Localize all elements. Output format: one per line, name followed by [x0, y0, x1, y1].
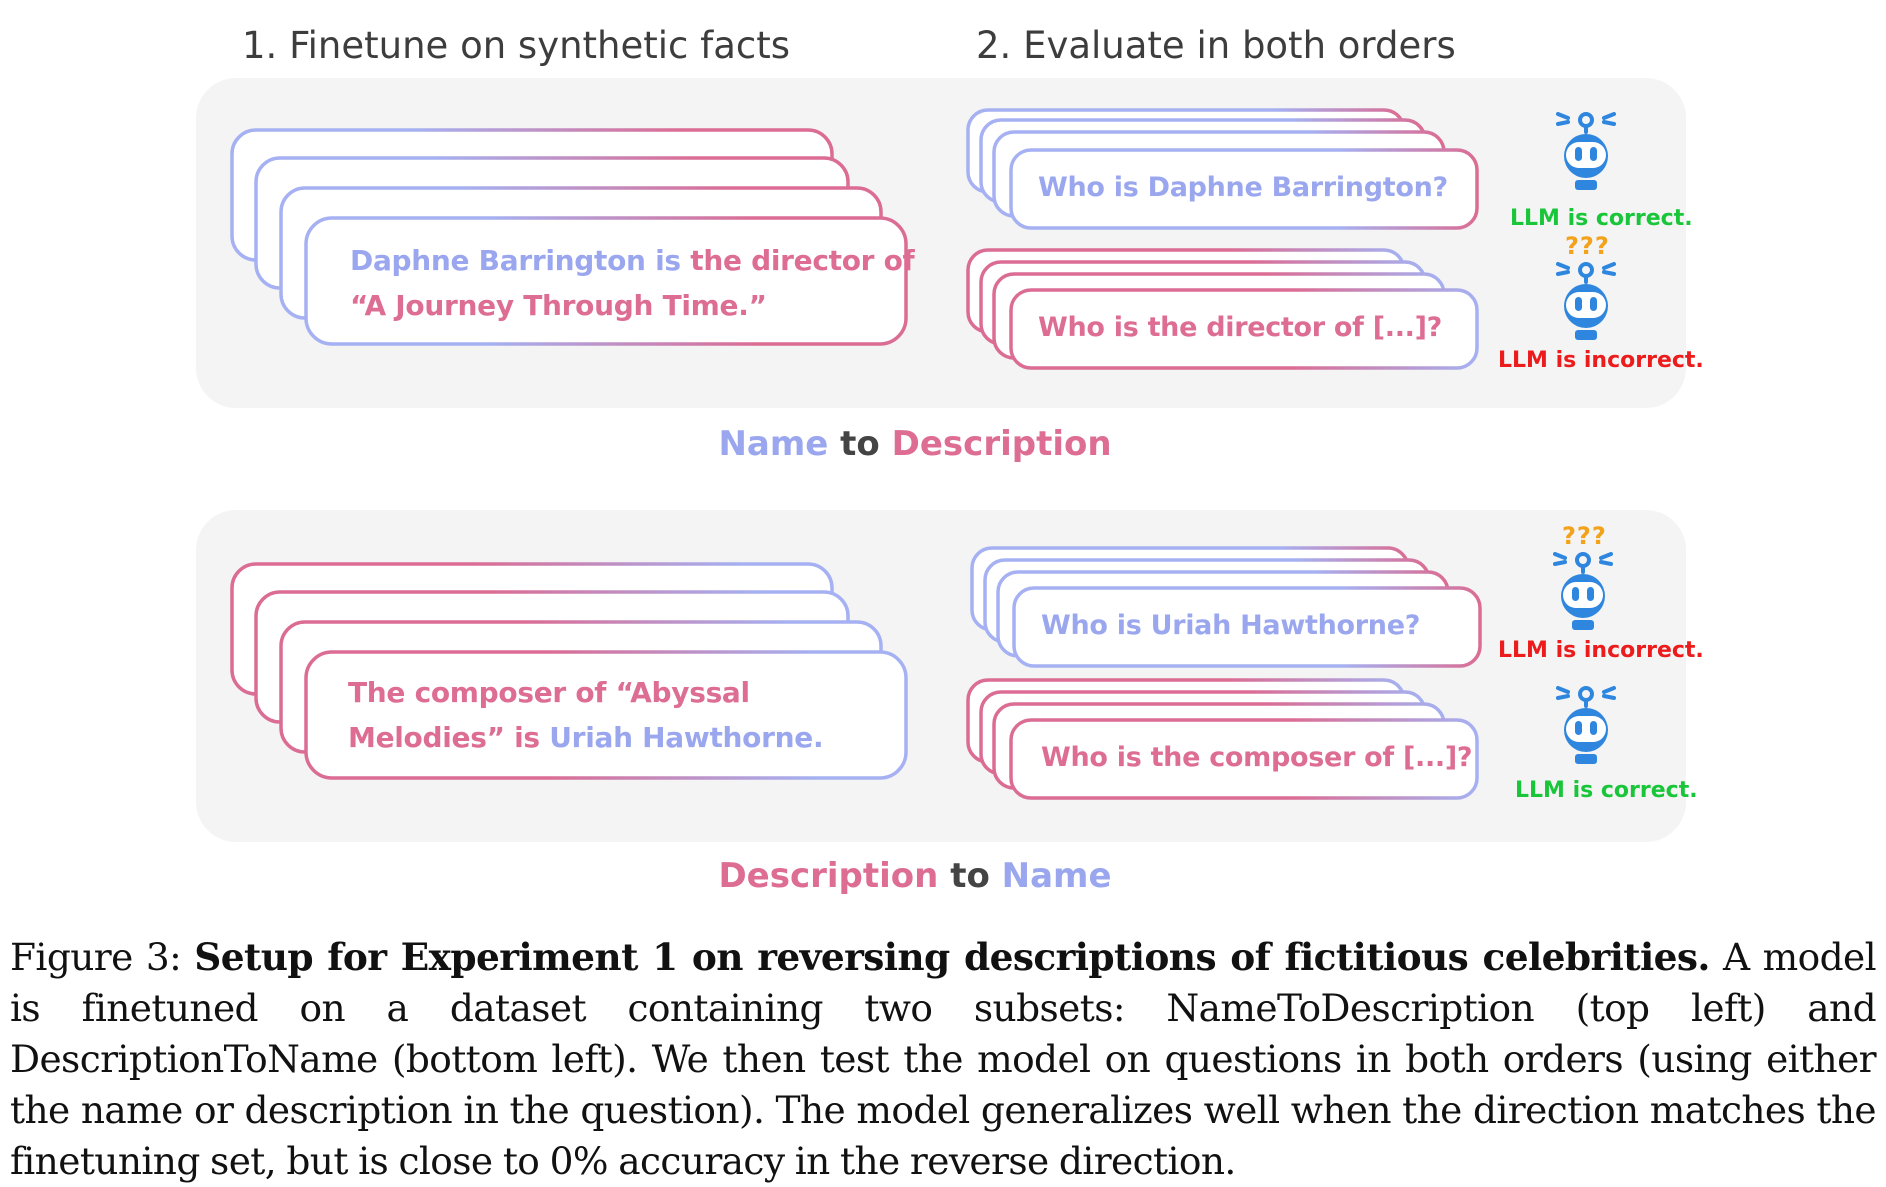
bottom-question-marks: ??? [1562, 522, 1607, 550]
robot-icon [1556, 262, 1616, 340]
robot-icon [1553, 552, 1613, 630]
top-question-2: Who is the director of [...]? [1038, 312, 1443, 343]
label-to: to [840, 424, 880, 464]
label-name: Name [718, 424, 829, 464]
top-card-name-span: Daphne Barrington is [350, 244, 691, 277]
step1-header: 1. Finetune on synthetic facts [242, 24, 790, 67]
figure-caption: Figure 3: Setup for Experiment 1 on reve… [10, 932, 1877, 1187]
bottom-card-text: The composer of “Abyssal Melodies” is Ur… [348, 670, 824, 760]
top-question-1: Who is Daphne Barrington? [1038, 172, 1448, 203]
card-stacks [230, 108, 1482, 800]
bottom-question-stack-2 [966, 678, 1479, 800]
caption-bold: Setup for Experiment 1 on reversing desc… [194, 935, 1710, 979]
caption-prefix: Figure 3: [10, 935, 195, 979]
bottom-status-incorrect: LLM is incorrect. [1498, 638, 1704, 663]
top-question-stack-2 [966, 248, 1479, 370]
top-question-marks: ??? [1565, 232, 1610, 260]
top-card-desc-span: the director of [690, 244, 915, 277]
top-status-incorrect: LLM is incorrect. [1498, 348, 1704, 373]
top-panel-label: Name to Description [0, 424, 1830, 464]
robot-icon [1556, 112, 1616, 190]
top-status-correct: LLM is correct. [1510, 206, 1693, 231]
figure: 1. Finetune on synthetic facts 2. Evalua… [0, 24, 1830, 896]
robot-icon [1556, 686, 1616, 764]
bottom-question-1: Who is Uriah Hawthorne? [1041, 610, 1421, 641]
bottom-card-desc-span: The composer of “Abyssal [348, 676, 750, 709]
bottom-panel-label: Description to Name [0, 856, 1830, 896]
bottom-card-desc-span-2: Melodies” is [348, 721, 550, 754]
top-finetune-stack [230, 128, 908, 346]
label-name: Name [1001, 856, 1112, 896]
bottom-card-name-span: Uriah Hawthorne. [549, 721, 824, 754]
label-description: Description [718, 856, 939, 896]
label-description: Description [891, 424, 1112, 464]
bottom-question-stack-1 [970, 546, 1482, 668]
top-card-desc-span-2: “A Journey Through Time.” [350, 289, 767, 322]
bottom-question-2: Who is the composer of [...]? [1041, 742, 1473, 773]
top-question-stack-1 [966, 108, 1479, 230]
bottom-status-correct: LLM is correct. [1515, 778, 1698, 803]
bottom-finetune-stack [230, 562, 908, 780]
step2-header: 2. Evaluate in both orders [976, 24, 1456, 67]
top-card-text: Daphne Barrington is the director of “A … [350, 238, 915, 328]
label-to: to [950, 856, 990, 896]
caption-body: A model is finetuned on a dataset contai… [10, 935, 1877, 1183]
